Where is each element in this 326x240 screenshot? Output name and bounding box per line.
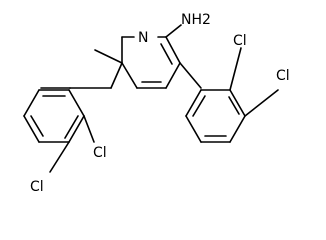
chlorine-lower-ortho-label: Cl	[93, 145, 107, 161]
lr-b5	[23, 89, 40, 117]
lower-ring-hexagon	[23, 89, 85, 143]
lr-b4	[23, 115, 40, 143]
bond-cl-lower-ortho	[83, 115, 95, 143]
ur-b5	[185, 115, 202, 143]
chlorine-lower-meta-label: Cl	[30, 179, 44, 195]
pyridine-ring	[121, 36, 181, 89]
ur-b6	[185, 89, 202, 117]
lr-b4-inner	[30, 115, 44, 137]
upper-ring-hexagon	[185, 89, 246, 143]
pyridine-nitrogen-label: N	[138, 30, 148, 46]
bond-c2-c3	[165, 36, 181, 64]
bond-c2-nh2	[165, 24, 182, 38]
chemical-structure: N NH2 Cl Cl Cl Cl	[23, 12, 290, 195]
ur-b2	[229, 89, 246, 117]
lr-b2-inner	[64, 115, 79, 139]
bond-c3-upper-aryl	[179, 62, 202, 89]
chlorine-upper-ortho-label: Cl	[233, 33, 247, 49]
lr-b1	[68, 89, 85, 117]
bond-c5-lower-aryl	[110, 62, 123, 89]
ur-b2-inner	[228, 96, 240, 115]
bond-cl-upper-meta	[244, 89, 279, 117]
ur-b3	[229, 115, 246, 143]
lr-b2	[68, 115, 85, 143]
bond-c2-c3-inner	[160, 43, 173, 65]
bond-cl-lower-meta	[49, 141, 70, 173]
bond-cl-upper-ortho	[229, 47, 242, 91]
ur-b6-inner	[192, 95, 206, 117]
amine-label: NH2	[181, 12, 211, 28]
bond-c5-c6	[121, 62, 138, 89]
bond-c3-c4	[165, 62, 181, 89]
chlorine-upper-meta-label: Cl	[276, 68, 290, 84]
bond-methyl	[94, 49, 123, 64]
